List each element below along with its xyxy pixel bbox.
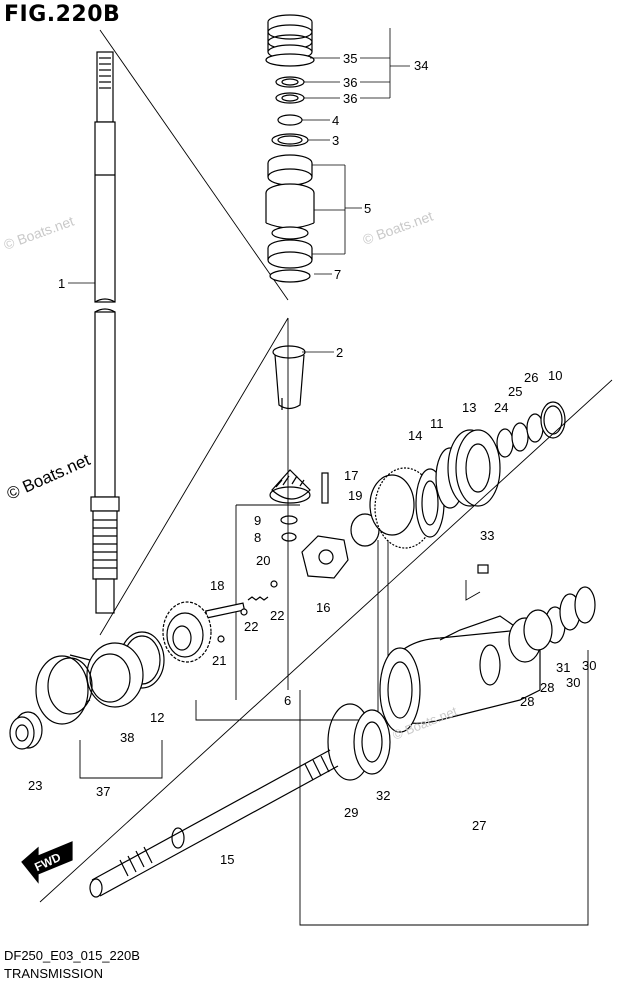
callout-33[interactable]: 33 (480, 528, 494, 543)
callout-2[interactable]: 2 (336, 345, 343, 360)
oring-part[interactable] (327, 703, 391, 781)
callout-30a[interactable]: 30 (582, 658, 596, 673)
callout-19[interactable]: 19 (348, 488, 362, 503)
callout-31[interactable]: 31 (556, 660, 570, 675)
shift-pin-part[interactable] (205, 580, 278, 643)
bearing-housing-part[interactable] (265, 14, 315, 147)
propeller-shaft-part[interactable] (89, 749, 339, 898)
pinion-gear-part[interactable] (269, 469, 311, 542)
callout-leaders (68, 28, 410, 353)
clutch-dog-part[interactable] (301, 535, 349, 579)
callout-11[interactable]: 11 (430, 416, 444, 431)
callout-25[interactable]: 25 (508, 384, 522, 399)
callout-18[interactable]: 18 (210, 578, 224, 593)
reverse-bearing-part[interactable] (9, 631, 165, 750)
callout-4[interactable]: 4 (332, 113, 339, 128)
sleeve-part[interactable] (272, 345, 306, 410)
drive-shaft-part[interactable] (90, 51, 120, 614)
callout-6[interactable]: 6 (284, 693, 291, 708)
callout-12[interactable]: 12 (150, 710, 164, 725)
callout-32[interactable]: 32 (376, 788, 390, 803)
callout-labels: 1 2 3 4 5 6 7 8 9 10 11 12 13 14 15 16 1… (28, 51, 596, 867)
watermark: © Boats.net (2, 213, 77, 253)
callout-26[interactable]: 26 (524, 370, 538, 385)
pin-part[interactable] (321, 472, 329, 504)
callout-34[interactable]: 34 (414, 58, 428, 73)
figure-title: FIG.220B (4, 2, 121, 27)
callout-29[interactable]: 29 (344, 805, 358, 820)
fwd-arrow-icon (21, 841, 73, 884)
callout-22b[interactable]: 22 (270, 608, 284, 623)
callout-28b[interactable]: 28 (520, 694, 534, 709)
callout-22a[interactable]: 22 (244, 619, 258, 634)
callout-24[interactable]: 24 (494, 400, 508, 415)
callout-14[interactable]: 14 (408, 428, 422, 443)
watermark: © Boats.net (361, 208, 436, 248)
figure-code: DF250_E03_015_220B (4, 948, 140, 963)
figure-name: TRANSMISSION (4, 966, 103, 981)
callout-21[interactable]: 21 (212, 653, 226, 668)
callout-38[interactable]: 38 (120, 730, 134, 745)
bolt-part[interactable] (477, 564, 489, 574)
callout-15[interactable]: 15 (220, 852, 234, 867)
callout-35[interactable]: 35 (343, 51, 357, 66)
callout-36a[interactable]: 36 (343, 75, 357, 90)
bearing-race-part[interactable] (265, 154, 315, 283)
callout-27[interactable]: 27 (472, 818, 486, 833)
callout-20[interactable]: 20 (256, 553, 270, 568)
callout-23[interactable]: 23 (28, 778, 42, 793)
callout-17[interactable]: 17 (344, 468, 358, 483)
callout-1[interactable]: 1 (58, 276, 65, 291)
callout-37[interactable]: 37 (96, 784, 110, 799)
forward-gear-part[interactable] (369, 467, 445, 549)
callout-36b[interactable]: 36 (343, 91, 357, 106)
callout-9[interactable]: 9 (254, 513, 261, 528)
callout-7[interactable]: 7 (334, 267, 341, 282)
propeller-shaft-housing-part[interactable] (379, 586, 596, 733)
callout-28a[interactable]: 28 (540, 680, 554, 695)
reverse-gear-part[interactable] (162, 601, 212, 663)
callout-30b[interactable]: 30 (566, 675, 580, 690)
callout-8[interactable]: 8 (254, 530, 261, 545)
watermark: © Boats.net (4, 450, 93, 504)
thrust-bearing-part[interactable] (435, 401, 566, 509)
callout-16[interactable]: 16 (316, 600, 330, 615)
diagram-lines (9, 14, 613, 926)
callout-5[interactable]: 5 (364, 201, 371, 216)
callout-10[interactable]: 10 (548, 368, 562, 383)
callout-3[interactable]: 3 (332, 133, 339, 148)
callout-13[interactable]: 13 (462, 400, 476, 415)
